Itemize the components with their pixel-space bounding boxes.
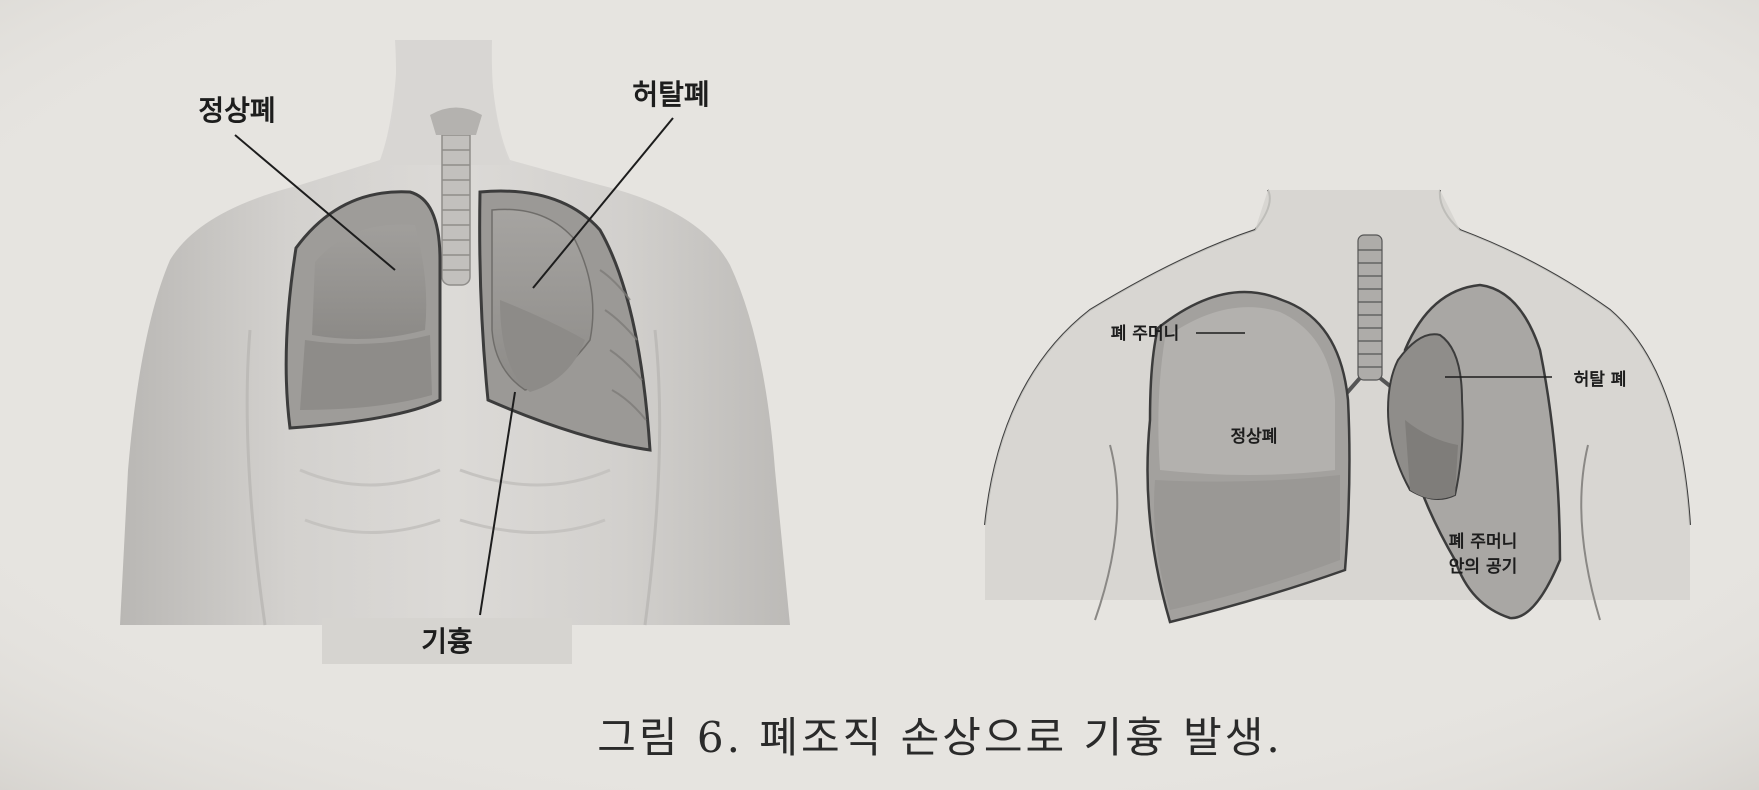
label-collapsed-lung: 허탈폐 [632,78,709,111]
label-pleural-sac: 폐 주머니 [1111,324,1179,344]
label-air-line2: 안의 공기 [1449,557,1517,577]
label-right-normal-lung: 정상폐 [1231,427,1278,447]
label-normal-lung: 정상폐 [198,94,275,127]
figure-caption: 그림 6. 폐조직 손상으로 기흉 발생. [597,713,1283,762]
label-air-line1: 폐 주머니 [1449,532,1517,552]
label-right-collapsed-lung: 허탈 폐 [1574,369,1627,390]
label-pneumothorax: 기흉 [421,625,473,658]
